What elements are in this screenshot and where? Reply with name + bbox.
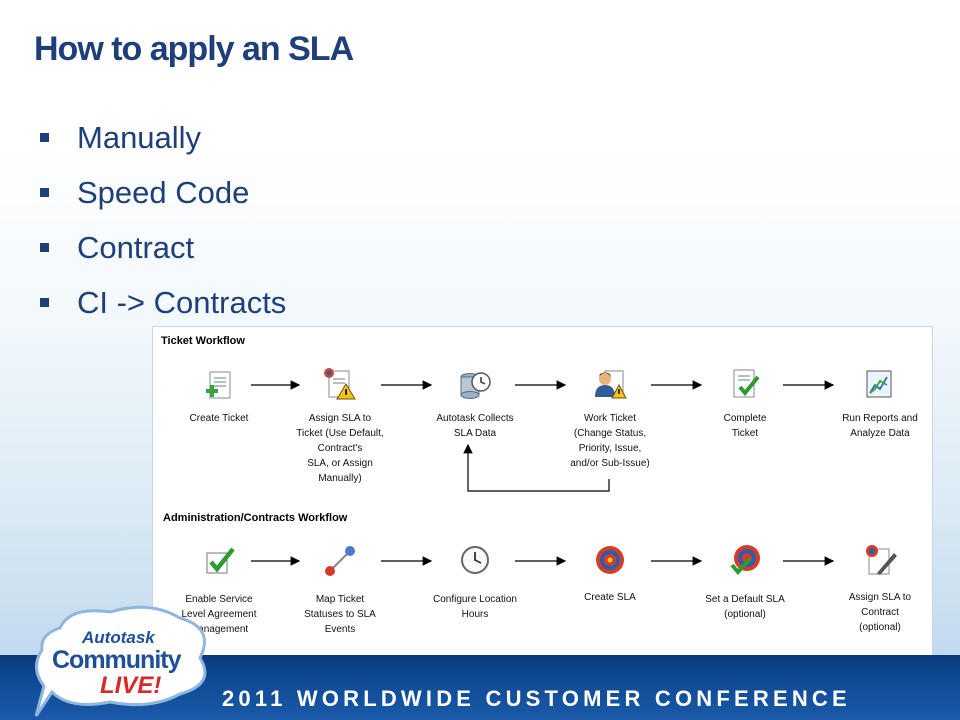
workflow-step-label: Work Ticket (Change Status, Priority, Is…: [570, 413, 650, 469]
clock-icon: [461, 546, 489, 574]
workflow-step-label: Assign SLA to Contract (optional): [848, 592, 912, 633]
completed-checklist-icon: [733, 369, 760, 398]
workflow-step-label: Assign SLA to Ticket (Use Default, Contr…: [296, 413, 384, 484]
target-icon: [596, 546, 624, 574]
square-bullet-icon: [40, 188, 49, 197]
bullet-text: CI -> Contracts: [77, 284, 287, 320]
workflow-step-label: Map Ticket Statuses to SLA Events: [304, 594, 376, 635]
workflow-step-label: Enable Service Level Agreement Managemen…: [181, 594, 257, 635]
square-bullet-icon: [40, 133, 49, 142]
checkbox-check-icon: [206, 547, 235, 574]
database-clock-icon: [460, 372, 491, 399]
bullet-list: Manually Speed Code Contract CI -> Contr…: [38, 110, 286, 330]
workflow-step-label: Autotask Collects SLA Data: [436, 413, 514, 439]
bullet-item: CI -> Contracts: [38, 275, 286, 330]
square-bullet-icon: [40, 243, 49, 252]
map-link-icon: [325, 546, 355, 576]
svg-text:Community: Community: [52, 646, 182, 674]
target-check-icon: [730, 545, 760, 576]
community-live-logo: Autotask Community LIVE!: [34, 605, 207, 717]
bullet-item: Contract: [38, 220, 286, 275]
workflow-diagram: Ticket Workflow Administration/Contracts…: [152, 326, 933, 658]
loop-back-arrow: [463, 443, 610, 492]
workflow-arrows: [251, 380, 835, 566]
ticket-workflow-heading: Ticket Workflow: [161, 335, 245, 347]
workflow-step-label: Configure Location Hours: [433, 594, 517, 620]
bullet-item: Manually: [38, 110, 286, 165]
square-bullet-icon: [40, 298, 49, 307]
target-pen-icon: [866, 545, 897, 575]
svg-text:Autotask: Autotask: [81, 628, 156, 647]
svg-text:LIVE!: LIVE!: [100, 672, 161, 699]
bullet-text: Contract: [77, 229, 195, 265]
admin-workflow-heading: Administration/Contracts Workflow: [163, 512, 348, 524]
workflow-step-label: Run Reports and Analyze Data: [842, 413, 918, 439]
workflow-step-label: Create Ticket: [189, 413, 249, 424]
footer-text: 2011 WORLDWIDE CUSTOMER CONFERENCE: [222, 686, 851, 711]
user-warning-icon: [595, 370, 627, 399]
bullet-text: Speed Code: [77, 174, 250, 210]
bullet-text: Manually: [77, 119, 202, 155]
workflow-step-label: Set a Default SLA (optional): [705, 594, 785, 620]
slide-title: How to apply an SLA: [34, 30, 354, 68]
bullet-item: Speed Code: [38, 165, 286, 220]
report-chart-icon: [866, 370, 892, 398]
create-ticket-icon: [206, 371, 231, 399]
assign-sla-warning-icon: [324, 368, 356, 400]
workflow-step-label: Create SLA: [584, 592, 636, 603]
workflow-step-label: Complete Ticket: [723, 413, 767, 439]
